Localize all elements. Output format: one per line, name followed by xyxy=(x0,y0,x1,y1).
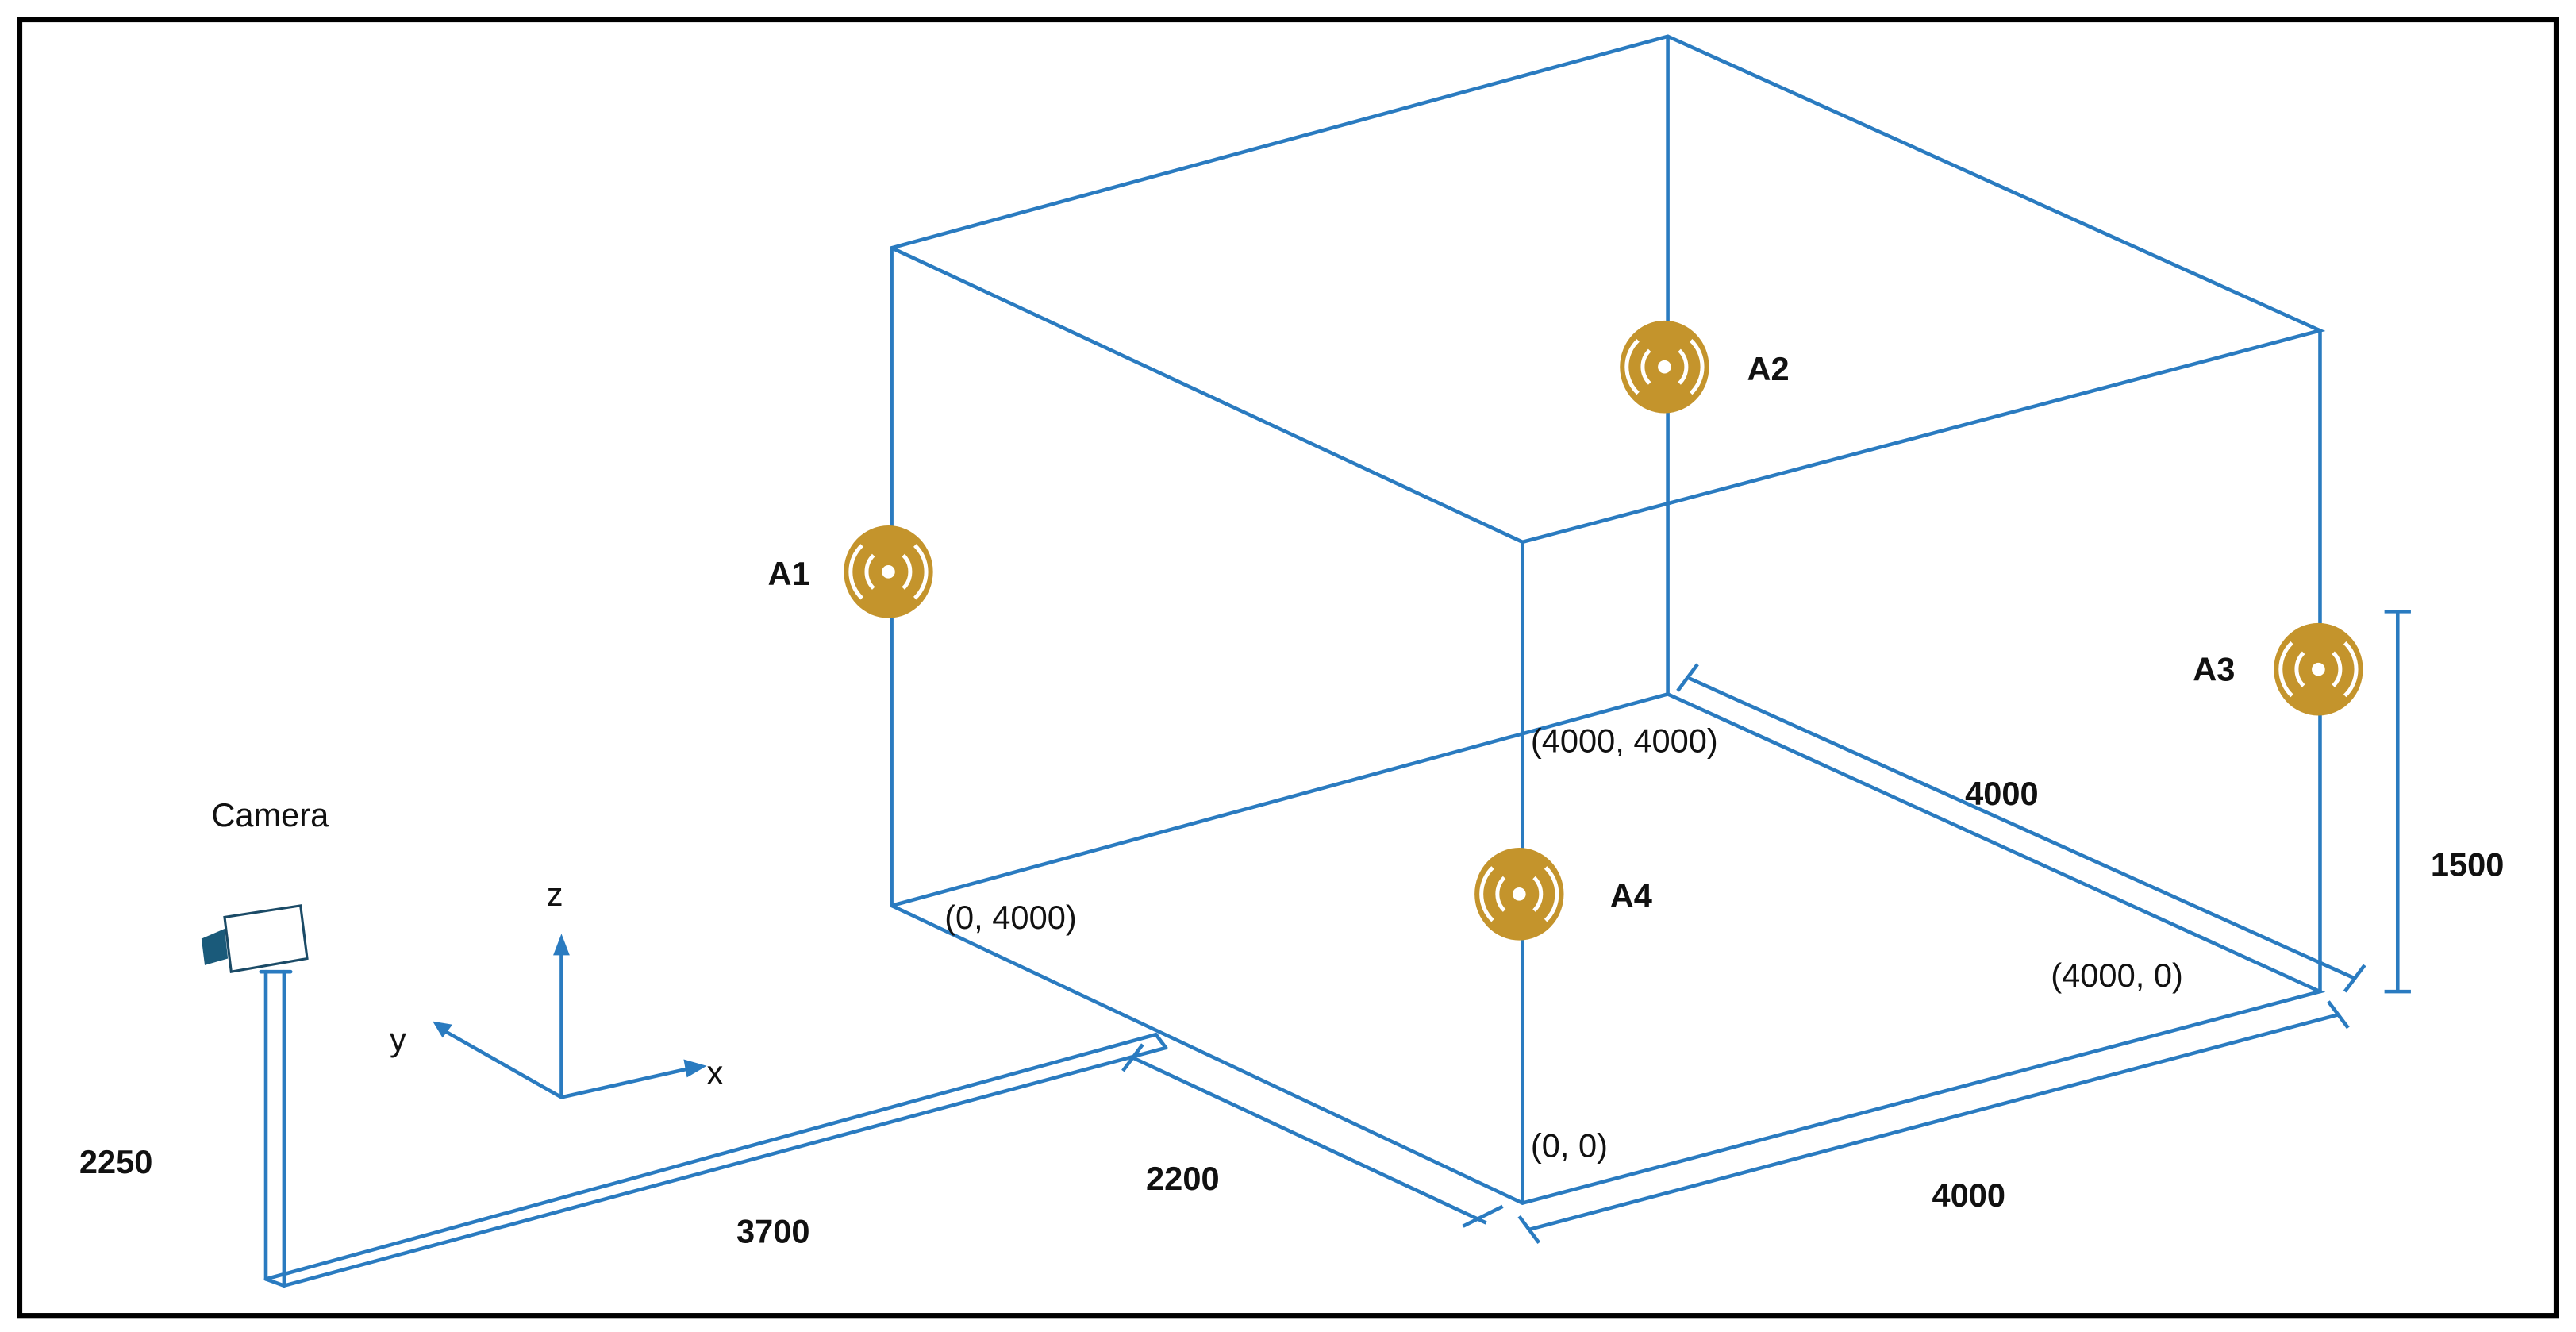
axis-x-label: x xyxy=(707,1054,724,1091)
room-box xyxy=(890,34,2326,1206)
anchor-a3-label: A3 xyxy=(2193,651,2235,688)
camera-icon xyxy=(201,904,309,973)
axes-icon xyxy=(433,934,707,1099)
axis-z-label: z xyxy=(547,876,563,913)
anchor-a2-label: A2 xyxy=(1747,350,1789,387)
camera-y-offset-label: 2200 xyxy=(1146,1160,1220,1197)
frame-border xyxy=(17,17,2559,1319)
camera-height-label: 2250 xyxy=(79,1143,153,1180)
anchor-a2-icon xyxy=(1620,320,1709,414)
depth-label: 4000 xyxy=(1965,775,2039,812)
corner-back-right-label: (4000, 4000) xyxy=(1531,722,1718,759)
corner-origin-label: (0, 0) xyxy=(1531,1126,1608,1164)
anchor-a1-icon xyxy=(844,525,933,618)
anchor-a3-icon xyxy=(2274,622,2363,716)
camera-mount xyxy=(259,969,1168,1288)
camera-x-offset-label: 3700 xyxy=(736,1213,810,1250)
corner-back-left-label: (0, 4000) xyxy=(944,899,1077,936)
camera-label: Camera xyxy=(211,796,329,833)
corner-front-right-label: (4000, 0) xyxy=(2051,957,2183,994)
anchor-a4-icon xyxy=(1474,848,1564,941)
dimension-height xyxy=(2384,610,2411,994)
dimension-depth xyxy=(1676,663,2366,993)
anchor-a4-label: A4 xyxy=(1610,877,1652,914)
width-label: 4000 xyxy=(1932,1176,2006,1214)
axis-y-label: y xyxy=(390,1021,406,1058)
anchor-height-label: 1500 xyxy=(2431,845,2505,883)
anchor-a1-label: A1 xyxy=(768,555,810,592)
dimension-camera-y xyxy=(1121,1043,1504,1228)
dimension-width xyxy=(1517,1000,2350,1244)
